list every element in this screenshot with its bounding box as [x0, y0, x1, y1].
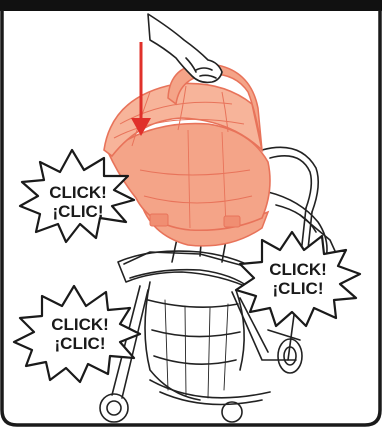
down-arrow-icon: [131, 42, 151, 136]
header-bar: [0, 0, 382, 11]
click-callout: CLICK! ¡CLIC!: [236, 232, 360, 326]
click-callout-line1: CLICK!: [49, 183, 107, 202]
click-callout: CLICK! ¡CLIC!: [14, 286, 140, 382]
click-callout-line1: CLICK!: [269, 260, 327, 279]
car-seat-illustration: [104, 64, 270, 246]
click-callout-line2: ¡CLIC!: [55, 334, 106, 353]
click-callout-line2: ¡CLIC!: [273, 279, 324, 298]
click-callout-line1: CLICK!: [51, 315, 109, 334]
click-callout-line2: ¡CLIC!: [53, 202, 104, 221]
